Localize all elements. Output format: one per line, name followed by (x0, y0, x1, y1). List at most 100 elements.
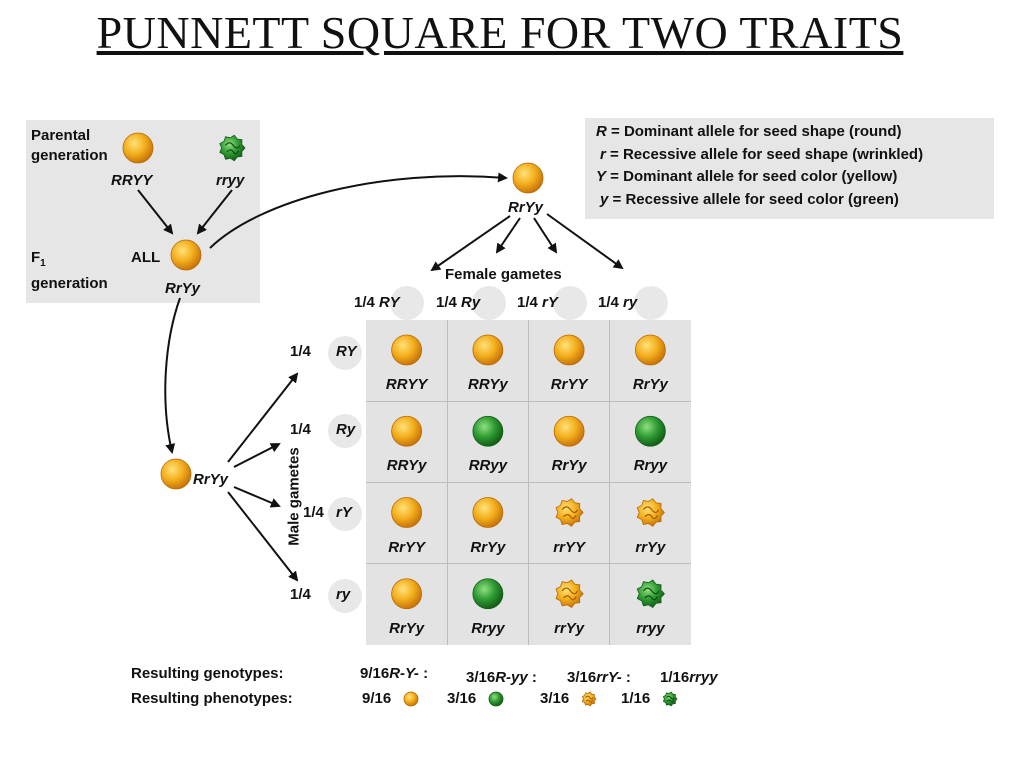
cell-seed (472, 578, 504, 610)
cell-seed (472, 497, 504, 528)
cell-genotype: RrYY (550, 376, 588, 393)
cell-genotype: rrYY (553, 538, 585, 556)
cell-seed (472, 334, 504, 366)
cell-seed (634, 334, 666, 366)
legend-text: = Dominant allele for seed color (yellow… (606, 168, 898, 185)
female-gametes-title: Female gametes (445, 266, 562, 283)
f1-label-line2: generation (31, 275, 108, 292)
cell-seed (553, 415, 585, 447)
cell-seed (391, 497, 423, 528)
female-parent-genotype: RrYy (508, 199, 544, 216)
female-gamete-bubble (472, 286, 506, 320)
gamete-fraction: 1/4 (436, 294, 457, 311)
legend-line: y = Recessive allele for seed color (gre… (600, 191, 899, 208)
cell-genotype: Rryy (471, 619, 505, 637)
f1-label-sub: 1 (40, 258, 46, 269)
male-gamete-bubble (328, 414, 362, 448)
parental-label: Parental generation (31, 126, 108, 166)
female-gamete-label: 1/4 rY (517, 294, 558, 311)
phenotype-seed-icon (582, 691, 597, 707)
genotype-ratio: 3/16R-yy : (466, 669, 537, 686)
arrow-parent1-to-f1 (137, 189, 174, 235)
male-gamete-bubble (328, 336, 362, 370)
male-gamete-allele: RY (336, 343, 357, 360)
legend-symbol: r (600, 145, 606, 163)
male-gamete-bubble (328, 497, 362, 531)
female-gamete-label: 1/4 RY (354, 294, 400, 311)
f1-seed (170, 239, 202, 271)
parent1-seed (122, 132, 154, 164)
legend-symbol: Y (596, 168, 607, 185)
arrow-f1-to-male (164, 297, 181, 454)
ratio-genotype: R-yy (495, 669, 528, 686)
f1-all-label: ALL (131, 249, 161, 266)
male-gamete-fraction: 1/4 (290, 343, 311, 360)
male-gamete-fraction: 1/4 (303, 504, 324, 521)
cell-genotype: RrYy (551, 457, 587, 475)
female-gamete-bubble (390, 286, 424, 320)
male-gamete-bubble (328, 579, 362, 613)
cell-genotype: RrYy (470, 538, 506, 556)
cell-genotype: RRYy (468, 376, 508, 393)
cell-seed (553, 334, 585, 366)
cell-seed (555, 498, 584, 527)
ratio-fraction: 9/16 (360, 665, 390, 682)
cell-seed (636, 579, 665, 608)
cell-genotype: Rryy (633, 457, 668, 475)
cell-seed (391, 415, 423, 447)
cell-seed (391, 578, 423, 610)
phenotype-seed-icon (663, 691, 678, 707)
cell-genotype: RrYy (389, 619, 425, 637)
cell-seed (636, 498, 665, 527)
gamete-fraction: 1/4 (517, 294, 538, 311)
cell-genotype: RrYY (388, 538, 425, 556)
ratio-genotype: R-Y- (389, 665, 419, 682)
cell-genotype: RrYy (632, 376, 668, 393)
male-parent-genotype: RrYy (193, 471, 229, 488)
ratio-fraction: 3/16 (466, 669, 496, 686)
ratio-separator: : (621, 669, 631, 686)
male-gamete-allele: Ry (336, 421, 356, 438)
arrows (137, 172, 624, 582)
gamete-allele: ry (623, 294, 638, 311)
arrow-female-gamete-2 (495, 217, 521, 254)
cell-seed (391, 334, 423, 366)
female-gamete-bubble (553, 286, 587, 320)
ratio-fraction: 3/16 (567, 669, 597, 686)
gamete-allele: Ry (461, 294, 481, 311)
arrow-male-gamete-2 (233, 443, 281, 468)
arrow-male-gamete-3 (233, 486, 281, 508)
parental-label-line1: Parental (31, 127, 91, 144)
legend-text: = Dominant allele for seed shape (round) (606, 123, 902, 140)
gamete-allele: RY (379, 294, 400, 311)
male-gamete-fraction: 1/4 (290, 586, 311, 603)
gamete-fraction: 1/4 (598, 294, 619, 311)
phenotype-ratio: 3/16 (540, 690, 570, 707)
gamete-fraction: 1/4 (354, 294, 375, 311)
legend-text: = Recessive allele for seed color (green… (608, 190, 899, 208)
gamete-allele: rY (542, 294, 558, 311)
female-parent-seed (512, 162, 544, 194)
legend-line: Y = Dominant allele for seed color (yell… (596, 168, 897, 185)
male-parent-seed (160, 458, 192, 490)
f1-label: F1 generation (31, 248, 108, 294)
female-gamete-label: 1/4 Ry (436, 294, 480, 311)
ratio-fraction: 1/16 (660, 669, 690, 686)
genotype-ratio: 9/16R-Y- : (360, 665, 428, 682)
parent2-genotype: rryy (216, 172, 245, 189)
legend-symbol: R (596, 123, 607, 140)
cell-genotype: rrYy (635, 538, 666, 556)
cell-genotype: RRyy (468, 457, 508, 475)
legend-symbol: y (600, 190, 609, 208)
parent2-seed (219, 134, 246, 162)
ratio-genotype: rryy (689, 669, 718, 686)
legend-text: = Recessive allele for seed shape (wrink… (605, 145, 924, 163)
cell-genotype: RRYY (385, 376, 428, 393)
cell-seed (555, 579, 584, 608)
arrow-female-gamete-1 (430, 215, 511, 272)
cell-seed (472, 415, 504, 447)
page-title: PUNNETT SQUARE FOR TWO TRAITS (96, 7, 904, 58)
cell-genotype: RRYy (386, 457, 427, 475)
phenotype-ratio: 3/16 (447, 690, 477, 707)
